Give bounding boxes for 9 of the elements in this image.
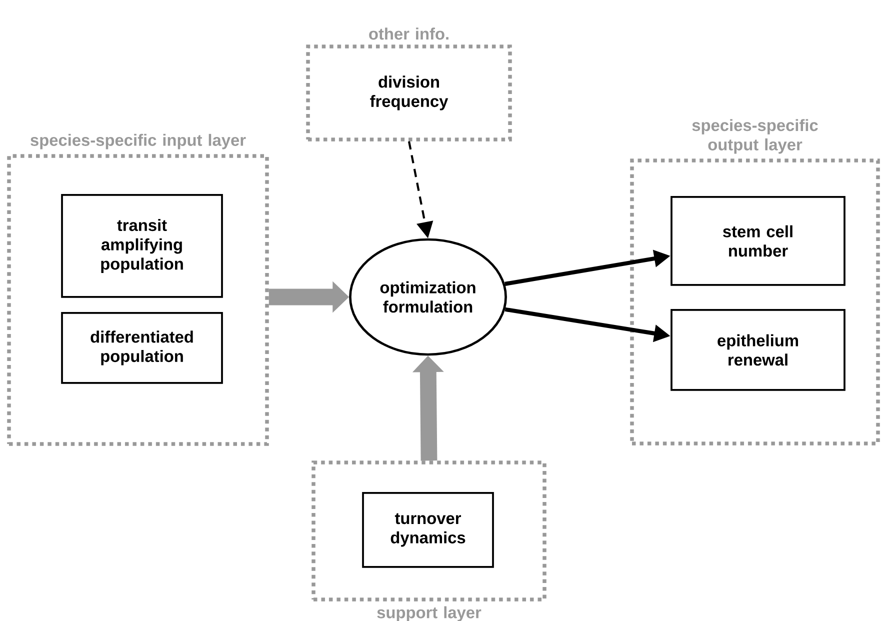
layer-heading: species-specific output layer <box>692 119 818 154</box>
layer-heading: other info. <box>369 28 448 40</box>
box-text: division frequency <box>370 76 448 110</box>
layer-heading: species-specific input layer <box>30 134 246 150</box>
process-box: transit amplifying population <box>61 194 223 298</box>
process-box: differentiated population <box>61 312 223 384</box>
process-box: turnover dynamics <box>362 492 494 568</box>
process-box: epithelium renewal <box>670 309 846 391</box>
process-box: stem cell number <box>670 196 846 286</box>
